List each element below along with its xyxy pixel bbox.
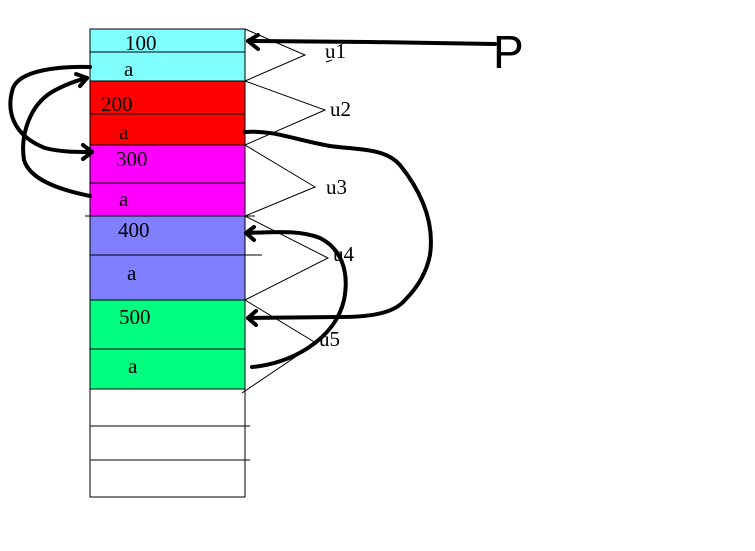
cell-u3-field — [89, 182, 246, 217]
label-u2: u2 — [330, 97, 351, 121]
cell-u1-field — [89, 51, 246, 82]
u1-field-text: a — [124, 57, 134, 81]
link-arrows — [8, 64, 433, 369]
u1-value-text: 100 — [125, 31, 157, 55]
cell-u5-value — [89, 299, 246, 350]
u4-field-text: a — [127, 261, 137, 285]
block-u2: 200 a — [89, 80, 246, 146]
label-u4: u4 — [333, 242, 355, 266]
tick-mark — [325, 59, 333, 63]
link-u1-to-u3 — [8, 64, 94, 154]
link-u2-to-u5 — [243, 129, 433, 320]
link-u5-to-u4 — [244, 230, 348, 369]
cell-u2-value — [89, 80, 246, 115]
u5-field-text: a — [128, 354, 138, 378]
arrowhead — [246, 309, 258, 327]
arrowhead — [244, 225, 256, 242]
block-u3: 300 a — [89, 144, 246, 217]
cell-u5-field — [89, 348, 246, 390]
cell-u1-value — [89, 28, 246, 53]
pointer-p-arrow — [246, 33, 497, 51]
u3-value-text: 300 — [116, 147, 148, 171]
u3-field-text: a — [119, 187, 129, 211]
u2-value-text: 200 — [101, 92, 133, 116]
label-u3: u3 — [326, 175, 347, 199]
u5-value-text: 500 — [119, 305, 151, 329]
u2-field-text: a — [119, 120, 129, 144]
bracket-u3 — [244, 144, 317, 217]
label-u1: u1 — [325, 39, 346, 63]
arrowhead — [81, 143, 94, 161]
u4-value-text: 400 — [118, 218, 150, 242]
block-u4: 400 a — [89, 215, 246, 301]
pointer-p-label: P — [493, 26, 524, 78]
bracket-u4 — [244, 215, 330, 301]
empty-cell — [89, 388, 246, 498]
cell-u4-field — [89, 254, 246, 301]
link-u3-to-u1 — [21, 76, 92, 198]
empty-cells — [89, 388, 250, 498]
arrowhead — [74, 72, 89, 88]
cell-u3-value — [89, 144, 246, 184]
block-u5: 500 a — [89, 299, 246, 390]
cell-u4-value — [89, 215, 246, 256]
bracket-u1 — [244, 28, 307, 82]
cell-u2-field — [89, 113, 246, 146]
block-u1: 100 a — [89, 28, 246, 82]
